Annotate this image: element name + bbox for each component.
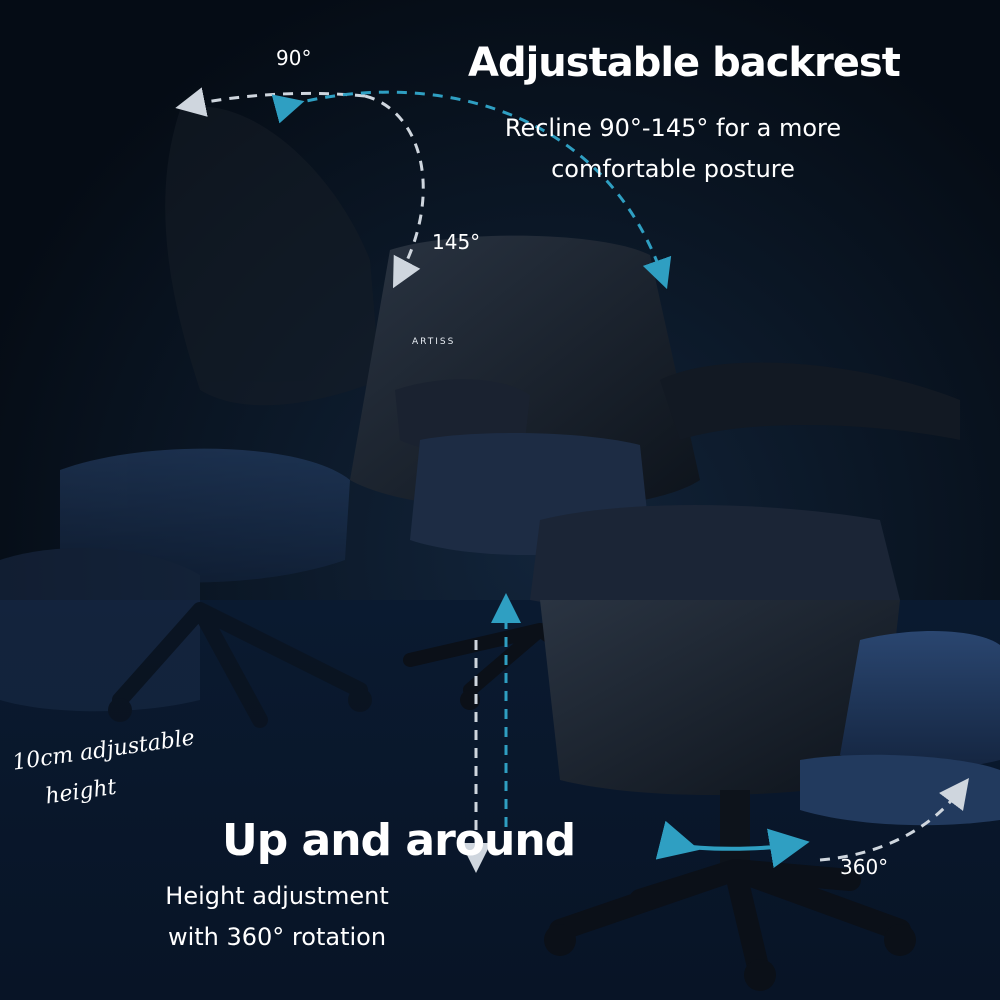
recline-arrow-accent	[271, 90, 672, 290]
rotation-arrow-white	[819, 778, 970, 862]
brand-logo: ARTISS	[412, 337, 456, 347]
backrest-description: Recline 90°-145° for a more comfortable …	[468, 108, 878, 190]
height-title: Up and around	[222, 815, 576, 866]
height-description-line1: Height adjustment	[165, 882, 389, 910]
rotation-arrow-accent	[655, 820, 810, 869]
rotation-360-label: 360°	[840, 855, 889, 879]
angle-90-label: 90°	[276, 46, 312, 70]
height-description-line2: with 360° rotation	[167, 923, 387, 951]
height-description: Height adjustment with 360° rotation	[132, 876, 422, 958]
backrest-title: Adjustable backrest	[468, 40, 901, 86]
backrest-description-line1: Recline 90°-145° for a more	[504, 114, 842, 142]
angle-145-label: 145°	[432, 230, 481, 254]
backrest-description-line2: comfortable posture	[551, 155, 795, 183]
